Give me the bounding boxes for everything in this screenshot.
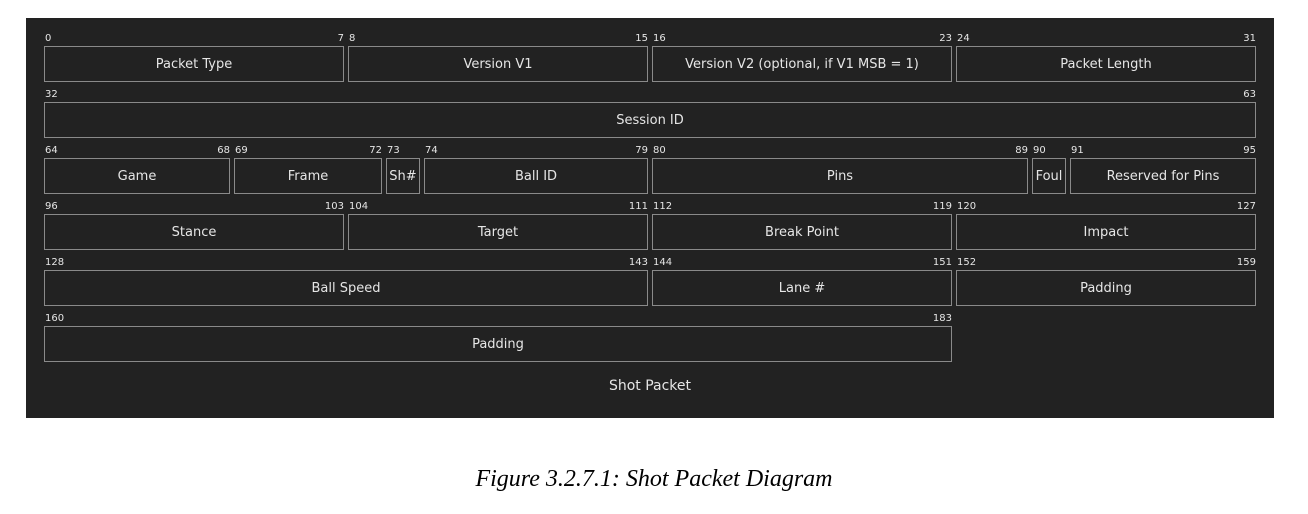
bit-start-label: 152 (957, 257, 977, 268)
packet-row-6: Padding 160 183 (26, 312, 1274, 362)
bit-end-label: 79 (635, 145, 648, 156)
bit-start-label: 120 (957, 201, 977, 212)
bit-start-label: 112 (653, 201, 673, 212)
bit-start-label: 73 (387, 145, 400, 156)
bit-end-label: 31 (1243, 33, 1256, 44)
figure-caption: Figure 3.2.7.1: Shot Packet Diagram (475, 466, 833, 492)
bit-start-label: 96 (45, 201, 58, 212)
field-version-v2-optional-if-v1-msb-1: Version V2 (optional, if V1 MSB = 1) (652, 46, 952, 82)
packet-row-2: Session ID 32 63 (26, 88, 1274, 138)
bit-start-label: 69 (235, 145, 248, 156)
bit-start-label: 8 (349, 33, 356, 44)
bit-start-label: 160 (45, 313, 65, 324)
bit-end-label: 89 (1015, 145, 1028, 156)
field-ball-speed: Ball Speed (44, 270, 648, 306)
field-foul: Foul (1032, 158, 1066, 194)
field-lane: Lane # (652, 270, 952, 306)
bit-start-label: 80 (653, 145, 666, 156)
bit-start-label: 16 (653, 33, 666, 44)
bit-end-label: 7 (337, 33, 344, 44)
bit-end-label: 68 (217, 145, 230, 156)
bit-start-label: 64 (45, 145, 58, 156)
field-padding: Padding (956, 270, 1256, 306)
field-sh: Sh# (386, 158, 420, 194)
field-session-id: Session ID (44, 102, 1256, 138)
bit-end-label: 23 (939, 33, 952, 44)
bit-end-label: 103 (324, 201, 344, 212)
bit-end-label: 72 (369, 145, 382, 156)
field-version-v1: Version V1 (348, 46, 648, 82)
bit-end-label: 15 (635, 33, 648, 44)
field-game: Game (44, 158, 230, 194)
bit-end-label: 143 (628, 257, 648, 268)
bit-end-label: 159 (1236, 257, 1256, 268)
field-break-point: Break Point (652, 214, 952, 250)
field-reserved-for-pins: Reserved for Pins (1070, 158, 1256, 194)
packet-title: Shot Packet (608, 378, 692, 394)
bit-start-label: 128 (45, 257, 65, 268)
bit-start-label: 0 (45, 33, 52, 44)
field-packet-length: Packet Length (956, 46, 1256, 82)
bit-end-label: 151 (932, 257, 952, 268)
bit-end-label: 119 (932, 201, 952, 212)
bit-start-label: 74 (425, 145, 438, 156)
bit-end-label: 127 (1236, 201, 1256, 212)
field-pins: Pins (652, 158, 1028, 194)
bit-start-label: 24 (957, 33, 970, 44)
field-stance: Stance (44, 214, 344, 250)
field-padding: Padding (44, 326, 952, 362)
field-frame: Frame (234, 158, 382, 194)
bit-end-label: 63 (1243, 89, 1256, 100)
field-impact: Impact (956, 214, 1256, 250)
bit-start-label: 144 (653, 257, 673, 268)
field-ball-id: Ball ID (424, 158, 648, 194)
bit-start-label: 91 (1071, 145, 1084, 156)
bit-start-label: 90 (1033, 145, 1046, 156)
field-packet-type: Packet Type (44, 46, 344, 82)
field-target: Target (348, 214, 648, 250)
bit-start-label: 104 (349, 201, 369, 212)
bit-end-label: 111 (628, 201, 648, 212)
bit-end-label: 95 (1243, 145, 1256, 156)
bit-end-label: 183 (932, 313, 952, 324)
bit-start-label: 32 (45, 89, 58, 100)
